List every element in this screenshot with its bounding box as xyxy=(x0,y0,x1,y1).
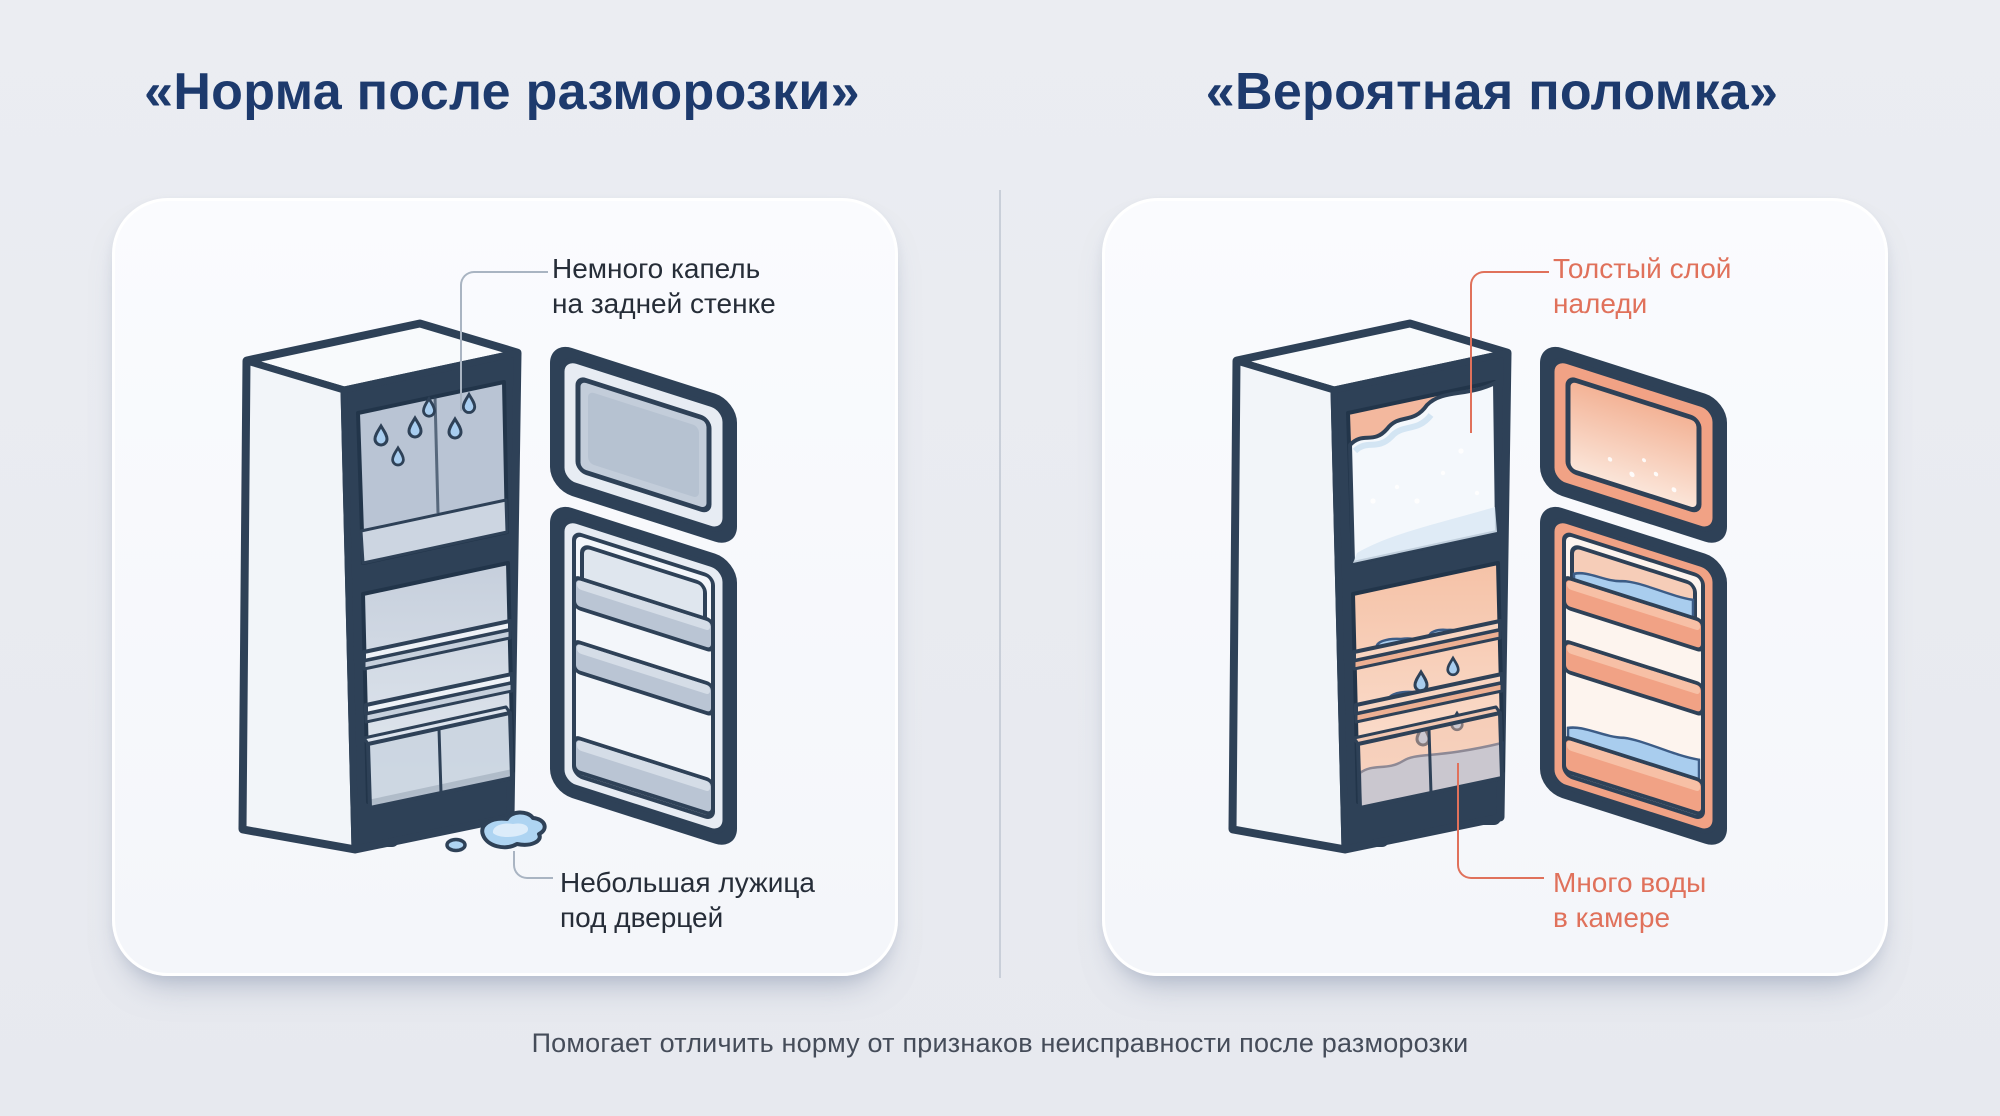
annotation-line1: Небольшая лужица xyxy=(560,867,816,898)
fridge-shelf xyxy=(1354,672,1504,724)
puddle-icon xyxy=(445,810,547,853)
annotation-line2: на задней стенке xyxy=(552,288,776,319)
fridge-door xyxy=(1540,506,1727,845)
page-caption: Помогает отличить норму от признаков неи… xyxy=(531,1028,1469,1058)
fridge-shelf xyxy=(1352,619,1502,671)
door-bin xyxy=(1562,736,1705,816)
annotation-line1: Толстый слой xyxy=(1553,253,1732,284)
panel-normal-card: Немного капель на задней стенке Небольша… xyxy=(112,198,898,976)
door-bin xyxy=(572,736,715,816)
fridge-shelf xyxy=(362,619,512,671)
fridge-door-open xyxy=(550,346,737,845)
fridge-door-open xyxy=(1540,346,1727,845)
door-bin xyxy=(572,640,715,716)
panel-broken-card: Толстый слой наледи Много воды в камере xyxy=(1102,198,1888,976)
annotation-drops: Немного капель на задней стенке xyxy=(552,251,776,321)
door-bin xyxy=(1562,640,1705,716)
fridge-door xyxy=(550,506,737,845)
door-bin xyxy=(1562,576,1705,652)
panel-divider xyxy=(999,190,1001,978)
annotation-line2: в камере xyxy=(1553,902,1671,933)
fridge-compartment-interior xyxy=(361,561,515,810)
panel-title-normal: «Норма после разморозки» xyxy=(144,63,860,121)
annotation-frost: Толстый слой наледи xyxy=(1553,251,1731,321)
fridge-illustration-broken xyxy=(1228,319,1727,854)
freezer-interior xyxy=(356,380,509,565)
annotation-line1: Много воды xyxy=(1553,867,1707,898)
annotation-puddle: Небольшая лужица под дверцей xyxy=(560,865,815,935)
annotation-water: Много воды в камере xyxy=(1553,865,1706,935)
door-bin xyxy=(572,576,715,652)
crisper-drawer xyxy=(1352,705,1504,810)
annotation-line1: Немного капель xyxy=(552,253,761,284)
annotation-line2: под дверцей xyxy=(560,902,724,933)
annotation-line2: наледи xyxy=(1553,288,1648,319)
panel-title-broken: «Вероятная поломка» xyxy=(1205,63,1779,121)
fridge-illustration-normal xyxy=(238,319,737,854)
ice-layer-icon xyxy=(1348,381,1499,565)
fridge-shelf xyxy=(364,672,514,724)
freezer-interior xyxy=(1346,380,1499,565)
crisper-drawer xyxy=(362,705,514,810)
freezer-door xyxy=(550,346,737,543)
freezer-door xyxy=(1540,346,1727,543)
fridge-compartment-interior xyxy=(1351,561,1505,810)
